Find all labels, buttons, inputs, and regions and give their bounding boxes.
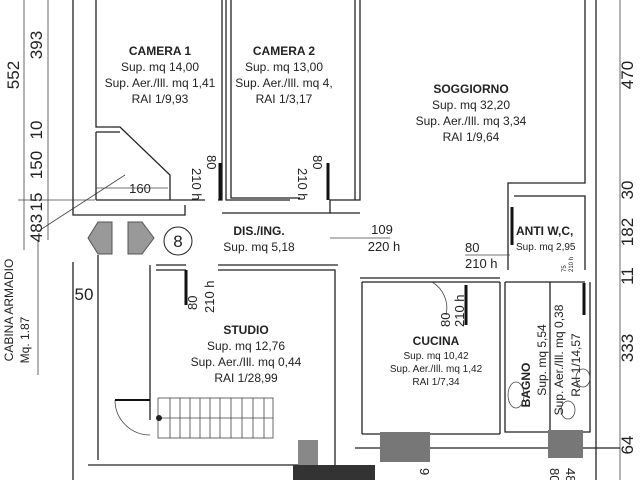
dim-bottom: 48 xyxy=(563,468,578,480)
unit-number: 8 xyxy=(173,232,182,251)
room-camera-1: CAMERA 1 Sup. mq 14,00 Sup. Aer./Ill. mq… xyxy=(105,44,216,106)
dimension-lines xyxy=(18,0,621,480)
dim-right: 470 xyxy=(618,61,637,89)
unit-number-circle xyxy=(163,226,193,256)
room-name: CABINA ARMADIO xyxy=(2,259,16,362)
room-rai: RAI 1/9,64 xyxy=(443,130,500,144)
room-area: Sup. mq 10,42 xyxy=(403,351,468,362)
dim-right: 11 xyxy=(618,267,637,285)
room-area: Sup. mq 14,00 xyxy=(121,60,199,74)
door-height: 210 h xyxy=(452,294,467,327)
room-area: Sup. mq 32,20 xyxy=(432,98,510,112)
room-name: CAMERA 1 xyxy=(129,44,192,58)
room-name: STUDIO xyxy=(223,323,268,337)
room-area: Sup. mq 5,18 xyxy=(223,240,295,254)
room-name: BAGNO xyxy=(519,363,533,408)
room-name: CUCINA xyxy=(413,334,460,348)
dim-left: 10 xyxy=(27,121,46,140)
room-name: ANTI W,C, xyxy=(516,224,573,238)
toilet-icon xyxy=(560,400,576,420)
room-window-area: Sup. Aer./Ill. mq 4, xyxy=(235,76,332,90)
door-width: 80 xyxy=(204,155,219,169)
door-height: 220 h xyxy=(368,239,401,254)
dim-right: 30 xyxy=(618,181,637,200)
door-height: 210 h xyxy=(569,257,575,272)
room-bagno: BAGNO Sup. mq 5,54 Sup. Aer./Ill. mq 0,3… xyxy=(507,304,591,420)
room-window-area: Sup. Aer./Ill. mq 1,42 xyxy=(390,364,483,375)
room-area: Sup. mq 13,00 xyxy=(245,60,323,74)
room-area: Sup. mq 2,95 xyxy=(516,242,576,253)
room-area: Sup. mq 12,76 xyxy=(207,339,285,353)
door-width: 80 xyxy=(465,240,479,255)
room-name: CAMERA 2 xyxy=(253,44,316,58)
walls xyxy=(72,0,620,480)
door-height: 210 h xyxy=(202,280,217,313)
dim-left: 150 xyxy=(27,151,46,179)
arrow-left-icon xyxy=(87,221,113,255)
dim-bottom: 9 xyxy=(417,468,432,475)
dim-left: 393 xyxy=(27,31,46,59)
room-rai: RAI 1/7,34 xyxy=(412,377,460,388)
arrow-right-icon xyxy=(127,221,155,255)
room-cabina-armadio: CABINA ARMADIO Mq. 1.87 xyxy=(2,259,32,364)
room-rai: RAI 1/28,99 xyxy=(214,371,278,385)
door-width: 80 xyxy=(310,155,325,169)
room-cucina: CUCINA Sup. mq 10,42 Sup. Aer./Ill. mq 1… xyxy=(390,334,483,388)
dim-left-total: 552 xyxy=(4,61,23,89)
dim-pillar: 50 xyxy=(75,285,94,304)
room-camera-2: CAMERA 2 Sup. mq 13,00 Sup. Aer./Ill. mq… xyxy=(235,44,332,106)
room-soggiorno: SOGGIORNO Sup. mq 32,20 Sup. Aer./Ill. m… xyxy=(416,82,527,144)
room-window-area: Sup. Aer./Ill. mq 3,34 xyxy=(416,114,527,128)
dim-left: 15 xyxy=(27,193,46,212)
door-height: 210 h xyxy=(295,168,310,201)
room-studio: STUDIO Sup. mq 12,76 Sup. Aer./Ill. mq 0… xyxy=(191,323,302,385)
dim-right: 64 xyxy=(618,436,637,455)
door-width: 109 xyxy=(371,222,393,237)
sink-icon xyxy=(507,381,525,409)
room-disimpegno: DIS./ING. Sup. mq 5,18 xyxy=(223,224,295,254)
door-width: 75 xyxy=(562,265,568,272)
room-window-area: Sup. Aer./Ill. mq 1,41 xyxy=(105,76,216,90)
room-anti-wc: ANTI W,C, Sup. mq 2,95 xyxy=(516,224,576,253)
room-window-area: Sup. Aer./Ill. mq 0,44 xyxy=(191,355,302,369)
room-rai: RAI 1/3,17 xyxy=(256,92,313,106)
door-width: 80 xyxy=(185,296,200,310)
doors xyxy=(184,163,586,325)
dim-right: 333 xyxy=(618,334,637,362)
room-rai: RAI 1/14,57 xyxy=(569,333,583,397)
room-rai: RAI 1/9,93 xyxy=(132,92,189,106)
stairs xyxy=(114,397,583,480)
dim-right: 182 xyxy=(618,218,637,246)
room-name: DIS./ING. xyxy=(233,224,284,238)
dim-bottom: 80 xyxy=(547,468,562,480)
dim-left: 483 xyxy=(27,214,46,242)
room-window-area: Sup. Aer./Ill. mq 0,38 xyxy=(552,304,566,415)
room-name: SOGGIORNO xyxy=(433,82,508,96)
bidet-icon xyxy=(575,368,591,388)
door-height: 210 h xyxy=(465,256,498,271)
room-area: Mq. 1.87 xyxy=(18,316,32,363)
door-height: 210 h xyxy=(189,168,204,201)
dim-wardrobe: 160 xyxy=(129,181,151,196)
room-area: Sup. mq 5,54 xyxy=(535,324,549,396)
door-width: 80 xyxy=(438,313,453,327)
